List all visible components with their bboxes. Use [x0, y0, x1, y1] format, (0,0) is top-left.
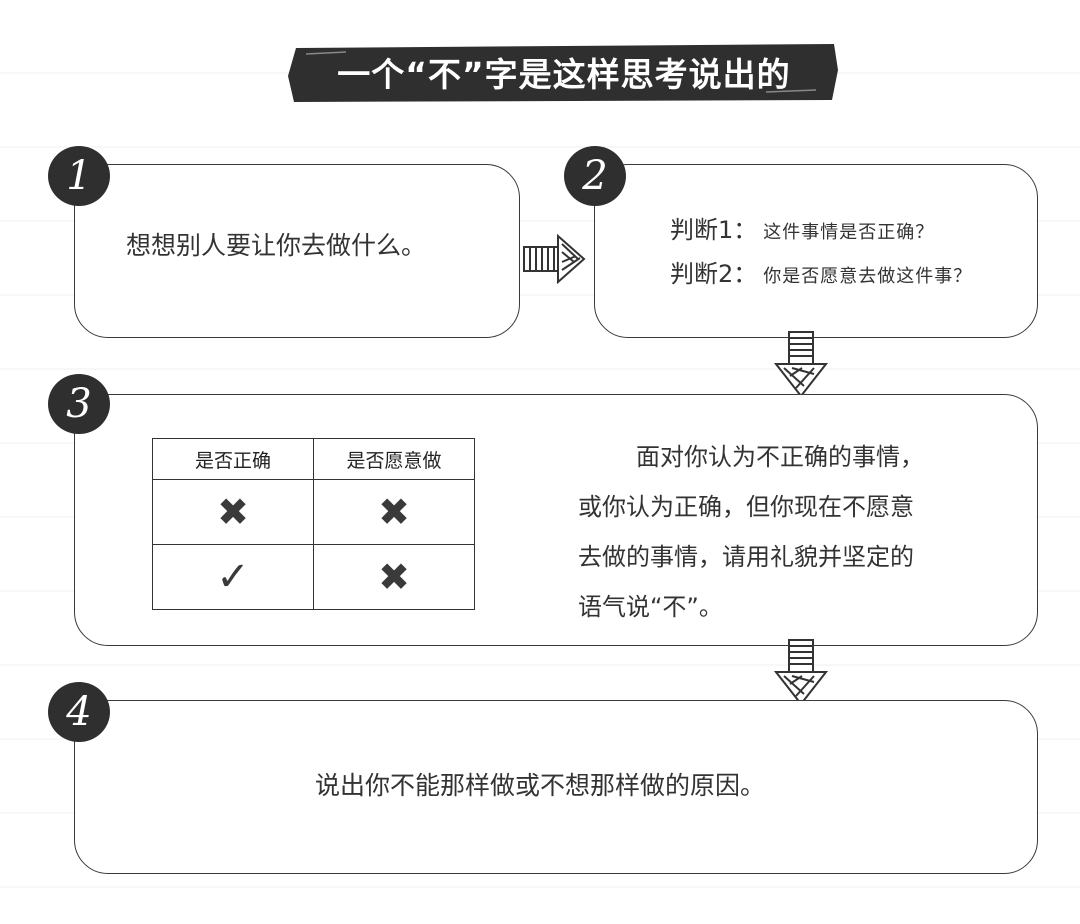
para-line: 或你认为正确，但你现在不愿意 [578, 493, 914, 521]
step1-text: 想想别人要让你去做什么。 [126, 231, 427, 260]
page-title: 一个“不”字是这样思考说出的 [337, 55, 791, 94]
title-banner: 一个“不”字是这样思考说出的 [286, 40, 842, 104]
table-cell: ✓ [152, 544, 314, 610]
step4-badge: 4 [46, 680, 112, 744]
table-row: ✓ ✖ [152, 544, 475, 610]
judge2-question: 你是否愿意去做这件事？ [763, 266, 973, 287]
judge2-line: 判断2：你是否愿意去做这件事？ [670, 254, 972, 289]
check-icon: ✓ [216, 554, 250, 600]
step4-number: 4 [66, 689, 92, 735]
table-cell: ✖ [152, 479, 314, 545]
para-line: 去做的事情，请用礼貌并坚定的 [578, 543, 914, 571]
table-cell: ✖ [313, 479, 475, 545]
step3-paragraph: 面对你认为不正确的事情， 或你认为正确，但你现在不愿意 去做的事情，请用礼貌并坚… [578, 432, 988, 632]
arrow-right-icon [523, 234, 586, 284]
banner-shape [288, 44, 838, 102]
step4-box [74, 700, 1038, 874]
cross-icon: ✖ [378, 555, 410, 599]
table-header-row: 是否正确 是否愿意做 [152, 438, 475, 480]
judge1-question: 这件事情是否正确？ [763, 222, 935, 243]
para-line: 语气说“不”。 [578, 593, 723, 621]
judge1-label: 判断1： [670, 216, 758, 244]
para-line: 面对你认为不正确的事情， [636, 443, 924, 471]
cross-icon: ✖ [378, 490, 410, 534]
step1-number: 1 [66, 153, 92, 199]
table-row: ✖ ✖ [152, 479, 475, 545]
judge2-label: 判断2： [670, 260, 758, 288]
arrow-down-icon [774, 639, 828, 706]
step2-badge: 2 [562, 144, 628, 208]
step2-box [594, 164, 1038, 338]
table-header: 是否愿意做 [313, 438, 475, 480]
step4-text: 说出你不能那样做或不想那样做的原因。 [314, 771, 765, 800]
step3-number: 3 [66, 381, 92, 427]
step3-badge: 3 [46, 372, 112, 436]
step2-number: 2 [582, 153, 608, 199]
step1-badge: 1 [46, 144, 112, 208]
judge1-line: 判断1：这件事情是否正确？ [670, 210, 934, 245]
decision-table: 是否正确 是否愿意做 ✖ ✖ ✓ ✖ [152, 438, 475, 610]
step1-box [74, 164, 520, 338]
table-cell: ✖ [313, 544, 475, 610]
cross-icon: ✖ [217, 490, 249, 534]
arrow-down-icon [774, 331, 828, 398]
table-header: 是否正确 [152, 438, 314, 480]
